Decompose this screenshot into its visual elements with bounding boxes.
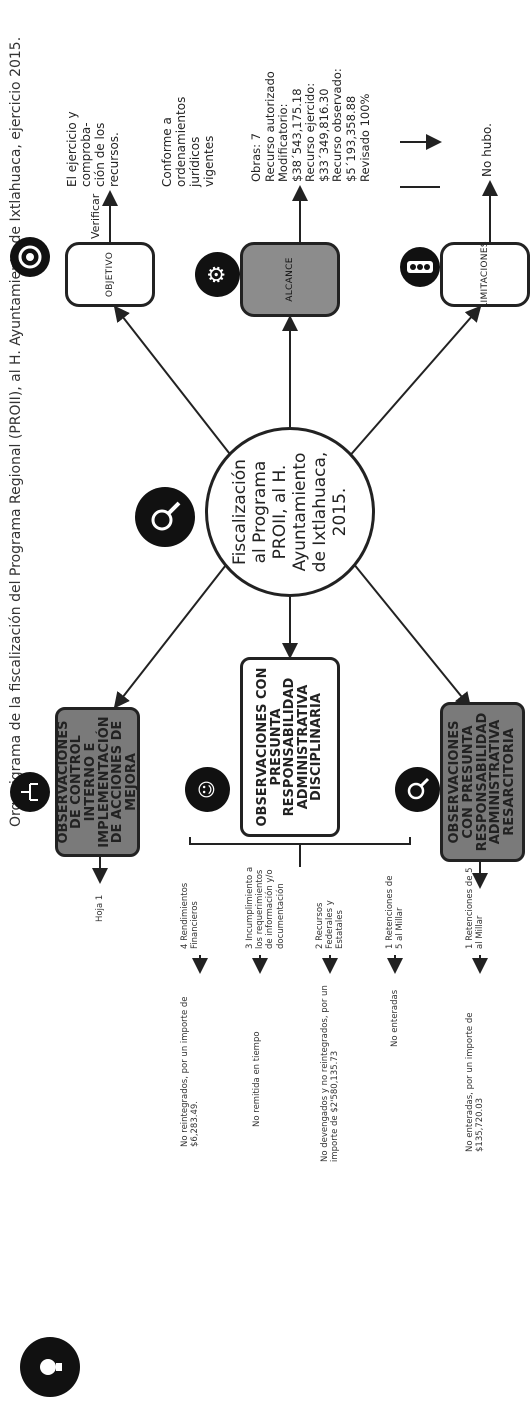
disc-result-4: No reintegrados, por un importe de $6,28… (180, 996, 201, 1147)
objetivo-detail: El ejercicio y comproba- ción de los rec… (65, 111, 122, 187)
res-result-1: No enteradas, por un importe de $135,720… (465, 1012, 486, 1152)
central-node: Fiscalización al Programa PROII, al H. A… (205, 427, 375, 597)
disc-cause-3: 3 Incumplimiento a los requerimientos de… (245, 866, 286, 949)
lightbulb-icon (20, 1337, 80, 1397)
official-icon: ☺ (185, 767, 230, 812)
traffic-light-icon (400, 247, 440, 287)
limitaciones-detail: No hubo. (480, 123, 494, 177)
alcance-box: ALCANCE (240, 242, 340, 317)
disc-result-1: No enteradas (390, 989, 400, 1047)
res-cause-1: 1 Retenciones de 5 al Millar (465, 867, 486, 949)
arrow-to-resarcitoria (339, 546, 472, 709)
disc-result-3: No remitida en tiempo (252, 1031, 262, 1127)
alcance-detail: Obras: 7 Recurso autorizado Modificatori… (249, 68, 372, 182)
inspector-icon (395, 767, 440, 812)
disc-cause-1: 1 Retenciones de 5 al Millar (385, 875, 406, 949)
arrow-to-control (113, 546, 241, 709)
control-interno-box: OBSERVACIONES DE CONTROL INTERNO E IMPLE… (55, 707, 140, 857)
control-detail: Hoja 1 (95, 894, 105, 922)
limitaciones-box: LIMITACIONES (440, 241, 530, 308)
magnifier-icon (135, 487, 195, 547)
disc-cause-4: 4 Rendimientos Financieros (180, 882, 201, 949)
objetivo-conforme: Conforme a ordenamientos jurídicos vigen… (160, 96, 217, 187)
disc-cause-2: 2 Recursos Federales y Estatales (315, 900, 346, 949)
objetivo-verb: Verificar (89, 193, 102, 239)
page-title: Organigrama de la fiscalización del Prog… (8, 36, 24, 827)
objetivo-box: OBJETIVO (65, 242, 155, 307)
resarcitoria-box: OBSERVACIONES CON PRESUNTA RESPONSABILID… (440, 702, 525, 862)
flowchart-icon (10, 772, 50, 812)
target-icon (10, 237, 50, 277)
gears-icon: ⚙ (195, 252, 240, 297)
arrow-to-limitaciones (339, 305, 482, 468)
disciplinaria-box: OBSERVACIONES CON PRESUNTA RESPONSABILID… (240, 657, 340, 837)
disc-result-2: No devengados y no reintegrados, por un … (320, 985, 341, 1162)
arrow-to-objetivo (113, 305, 241, 468)
